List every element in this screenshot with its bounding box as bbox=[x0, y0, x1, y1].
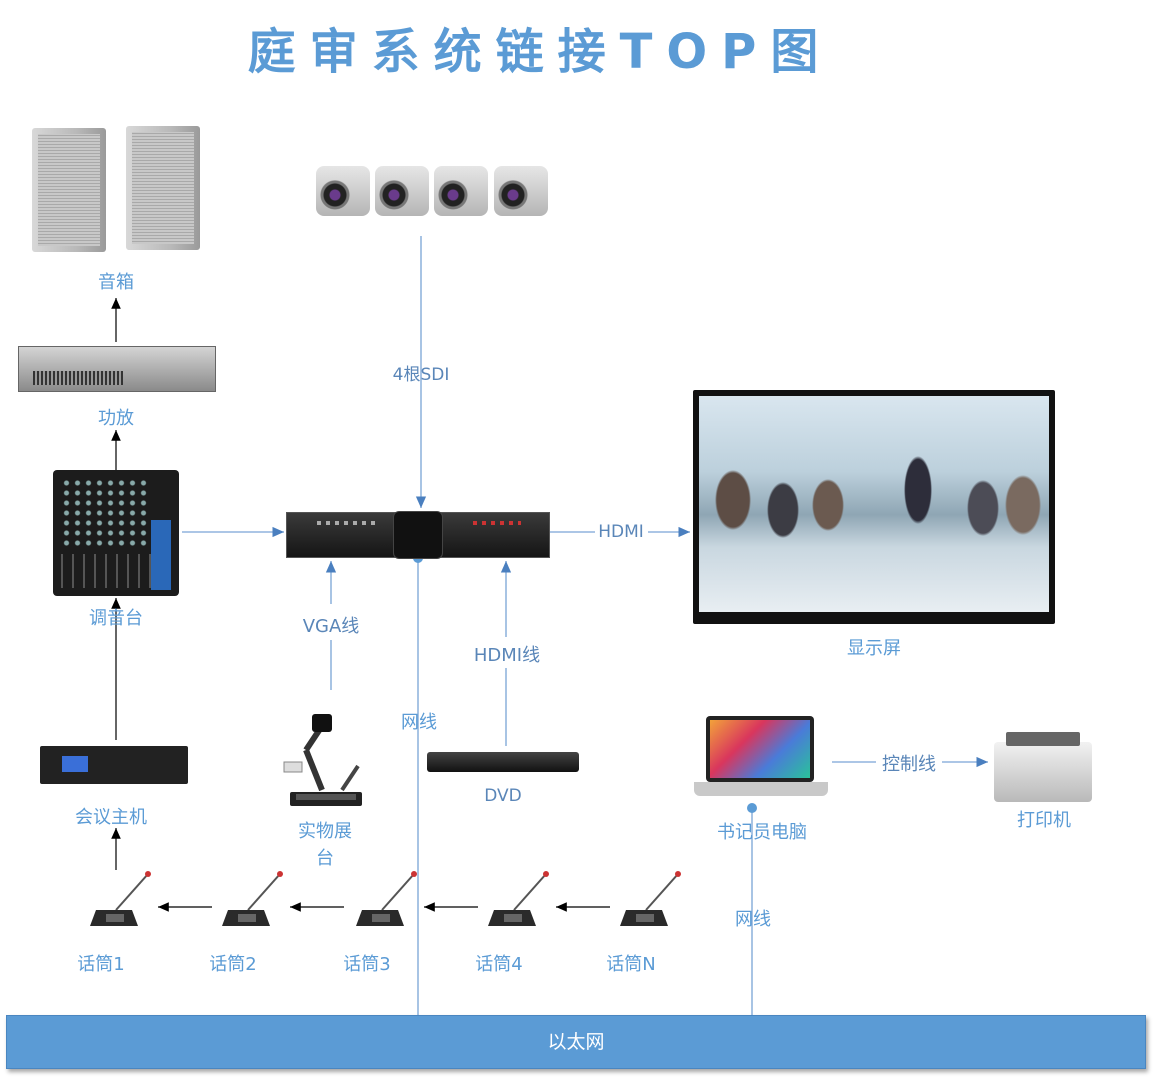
mic-3-label: 话筒3 bbox=[343, 954, 391, 975]
clerk-laptop-base bbox=[694, 782, 828, 796]
speaker-right bbox=[126, 126, 200, 250]
display-screen bbox=[693, 390, 1055, 624]
mic-3 bbox=[356, 871, 417, 926]
mic-2-label: 话筒2 bbox=[209, 954, 257, 975]
mic-1 bbox=[90, 871, 151, 926]
amplifier-label: 功放 bbox=[98, 408, 134, 429]
dvd-player bbox=[427, 752, 579, 772]
mic-n-label: 话筒N bbox=[606, 954, 656, 975]
printer-label: 打印机 bbox=[1017, 810, 1071, 831]
control-line-label: 控制线 bbox=[882, 754, 936, 775]
hdmi-line-label: HDMI线 bbox=[473, 645, 541, 666]
amplifier bbox=[18, 346, 216, 392]
vga-label: VGA线 bbox=[302, 616, 360, 637]
camera-2 bbox=[375, 166, 429, 216]
mic-4 bbox=[488, 871, 549, 926]
mic-2 bbox=[222, 871, 283, 926]
mic-1-label: 话筒1 bbox=[77, 954, 125, 975]
ethernet-bus: 以太网 bbox=[6, 1015, 1146, 1069]
dvd-label: DVD bbox=[484, 786, 522, 806]
display-label: 显示屏 bbox=[847, 638, 901, 659]
clerk-pc-label: 书记员电脑 bbox=[717, 822, 807, 843]
conference-host bbox=[40, 746, 188, 784]
mic-n bbox=[620, 871, 681, 926]
diagram-title: 庭审系统链接TOP图 bbox=[247, 24, 833, 80]
mixer bbox=[53, 470, 179, 596]
document-camera-label: 实物展台 bbox=[298, 821, 352, 869]
camera-3 bbox=[434, 166, 488, 216]
recording-matrix-unit bbox=[286, 511, 550, 559]
hdmi-label: HDMI bbox=[598, 522, 644, 542]
clerk-laptop bbox=[706, 716, 814, 782]
printer bbox=[994, 732, 1092, 802]
mic-4-label: 话筒4 bbox=[475, 954, 523, 975]
speaker-left bbox=[32, 128, 106, 252]
network-label-2: 网线 bbox=[735, 909, 771, 930]
pc-network-port bbox=[747, 803, 757, 813]
sdi-label: 4根SDI bbox=[392, 365, 450, 385]
mixer-label: 调音台 bbox=[89, 608, 143, 629]
camera-4 bbox=[494, 166, 548, 216]
document-camera bbox=[283, 714, 362, 806]
network-label-1: 网线 bbox=[401, 712, 437, 733]
conference-host-label: 会议主机 bbox=[75, 807, 147, 828]
speaker-label: 音箱 bbox=[98, 272, 134, 293]
camera-1 bbox=[316, 166, 370, 216]
